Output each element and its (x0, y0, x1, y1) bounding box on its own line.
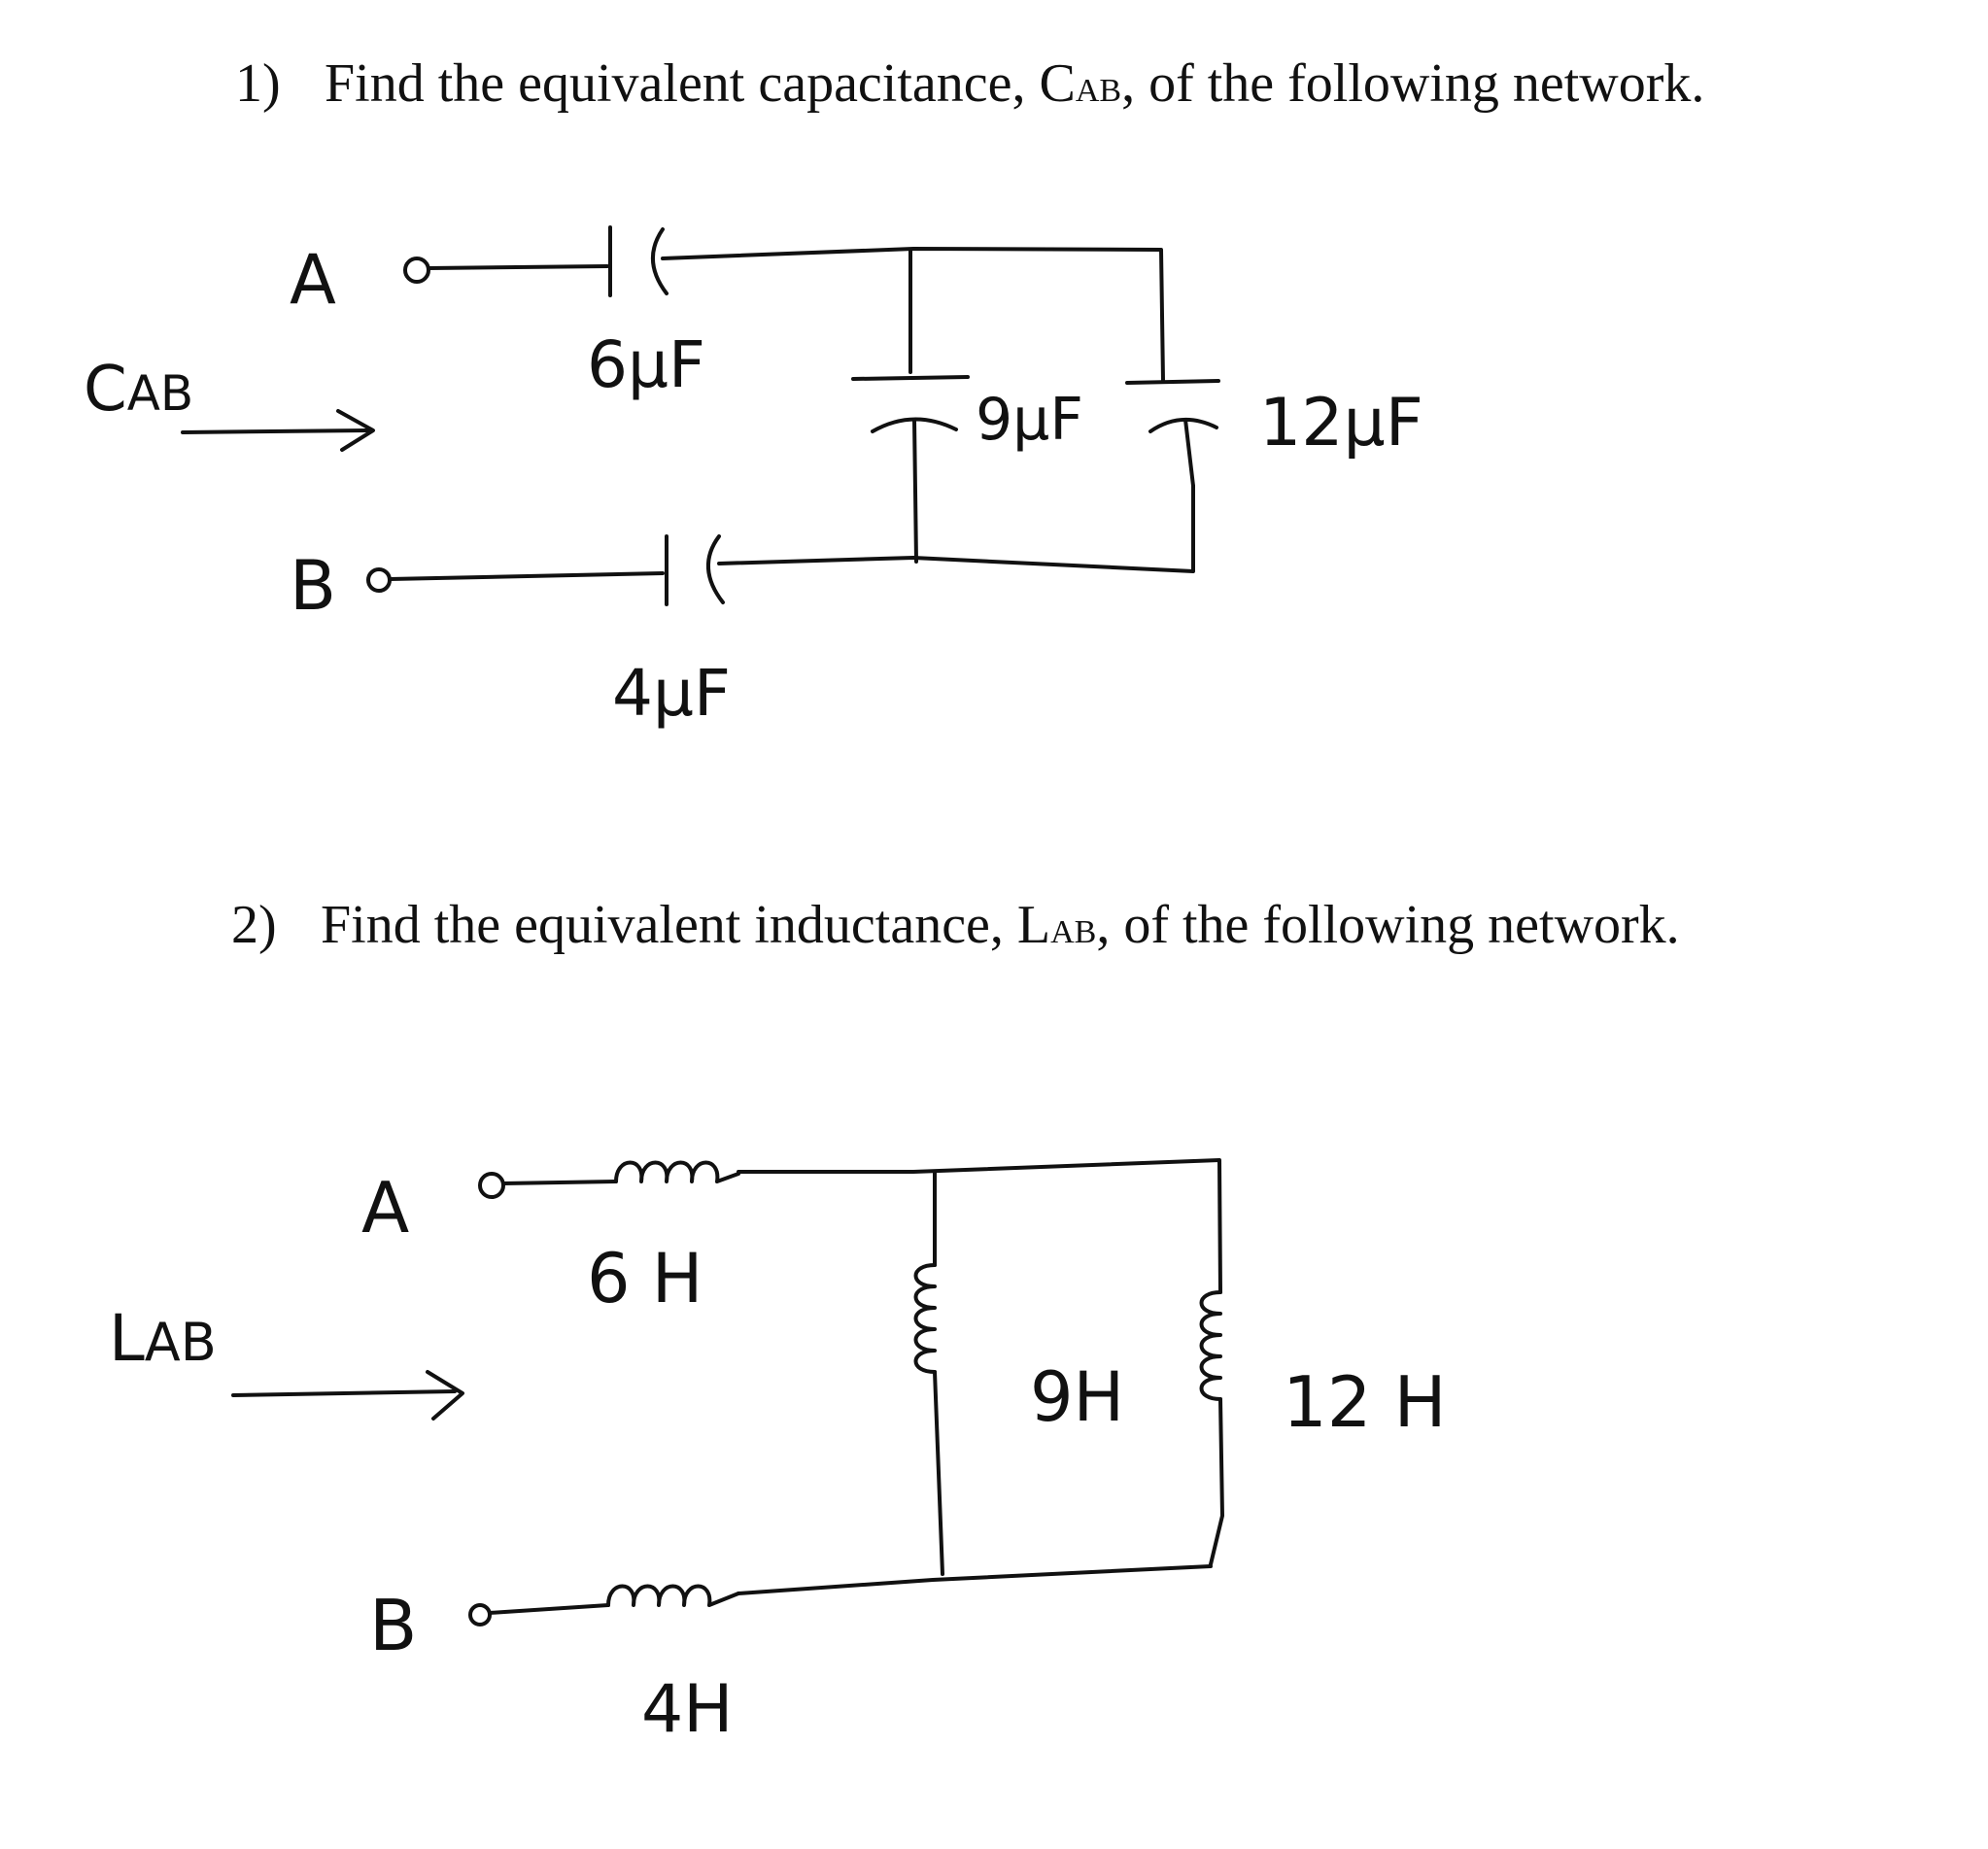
ind-12h-coil (1199, 1290, 1222, 1401)
cap-6uf-plate-right (650, 227, 668, 295)
cap-12uf-plate-bottom (1148, 417, 1218, 433)
inductor-network: LAB A 6 H 9H 12 H B (109, 1158, 1447, 1748)
ind-12h-label: 12 H (1283, 1361, 1447, 1443)
question-1-number: 1) (235, 53, 281, 114)
capacitor-network: CAB A 6μF B 4μF 9μF (84, 225, 1423, 731)
ind-4h-coil (606, 1584, 740, 1607)
cap-measure-arrow-shaft (181, 428, 369, 434)
cap-12uf-plate-top (1125, 379, 1220, 385)
ind-6h-coil (614, 1160, 740, 1183)
ind-node-a-label: A (361, 1167, 409, 1249)
ind-wire-b (488, 1603, 610, 1615)
cap-9uf-lead-bottom (912, 418, 918, 564)
question-1-text-end: , of the following network. (1121, 53, 1705, 114)
cap-12uf-lead-bottom (1183, 418, 1195, 488)
question-2-number: 2) (231, 895, 277, 955)
cap-terminal-a (403, 257, 430, 284)
cap-measure-label: CAB (84, 354, 193, 426)
cap-wire-a (427, 264, 609, 270)
cap-4uf-label: 4μF (612, 656, 731, 731)
question-1-subscript: AB (1075, 73, 1122, 109)
question-1: 1) Find the equivalent capacitance, CAB, … (235, 56, 1704, 111)
ind-measure-arrow-head (426, 1370, 464, 1421)
ind-terminal-a (478, 1172, 505, 1199)
cap-4uf-plate-right (705, 534, 725, 604)
ind-9h-coil (913, 1263, 937, 1374)
cap-12uf-label: 12μF (1259, 385, 1423, 462)
ind-bottom-rail (737, 1564, 1213, 1595)
question-2-text-end: , of the following network. (1096, 895, 1680, 955)
ind-9h-label: 9H (1030, 1357, 1124, 1437)
cap-6uf-label: 6μF (587, 327, 705, 402)
cap-9uf-label: 9μF (976, 386, 1083, 454)
ind-node-b-label: B (369, 1585, 417, 1666)
cap-measure-arrow-head (336, 409, 375, 452)
question-1-text: Find the equivalent capacitance, C (325, 53, 1076, 114)
question-2: 2) Find the equivalent inductance, LAB, o… (231, 898, 1680, 952)
ind-4h-label: 4H (641, 1671, 733, 1748)
ind-9h-lead-bottom (933, 1370, 944, 1576)
cap-node-b-label: B (290, 546, 336, 626)
ind-terminal-b (468, 1603, 492, 1626)
ind-top-rail (737, 1158, 1222, 1294)
ind-12h-lead-bottom (1209, 1397, 1224, 1566)
cap-node-a-label: A (290, 240, 336, 320)
question-2-text: Find the equivalent inductance, L (321, 895, 1051, 955)
ind-wire-a (501, 1180, 618, 1185)
cap-9uf-plate-top (851, 375, 970, 381)
ind-6h-label: 6 H (587, 1239, 703, 1318)
cap-terminal-b (366, 567, 392, 593)
cap-wire-b (388, 571, 665, 581)
cap-top-rail (661, 247, 1165, 383)
ind-measure-label: LAB (109, 1301, 217, 1376)
ind-measure-arrow-shaft (231, 1389, 457, 1397)
cap-bottom-rail (717, 484, 1195, 573)
question-2-subscript: AB (1050, 914, 1097, 950)
